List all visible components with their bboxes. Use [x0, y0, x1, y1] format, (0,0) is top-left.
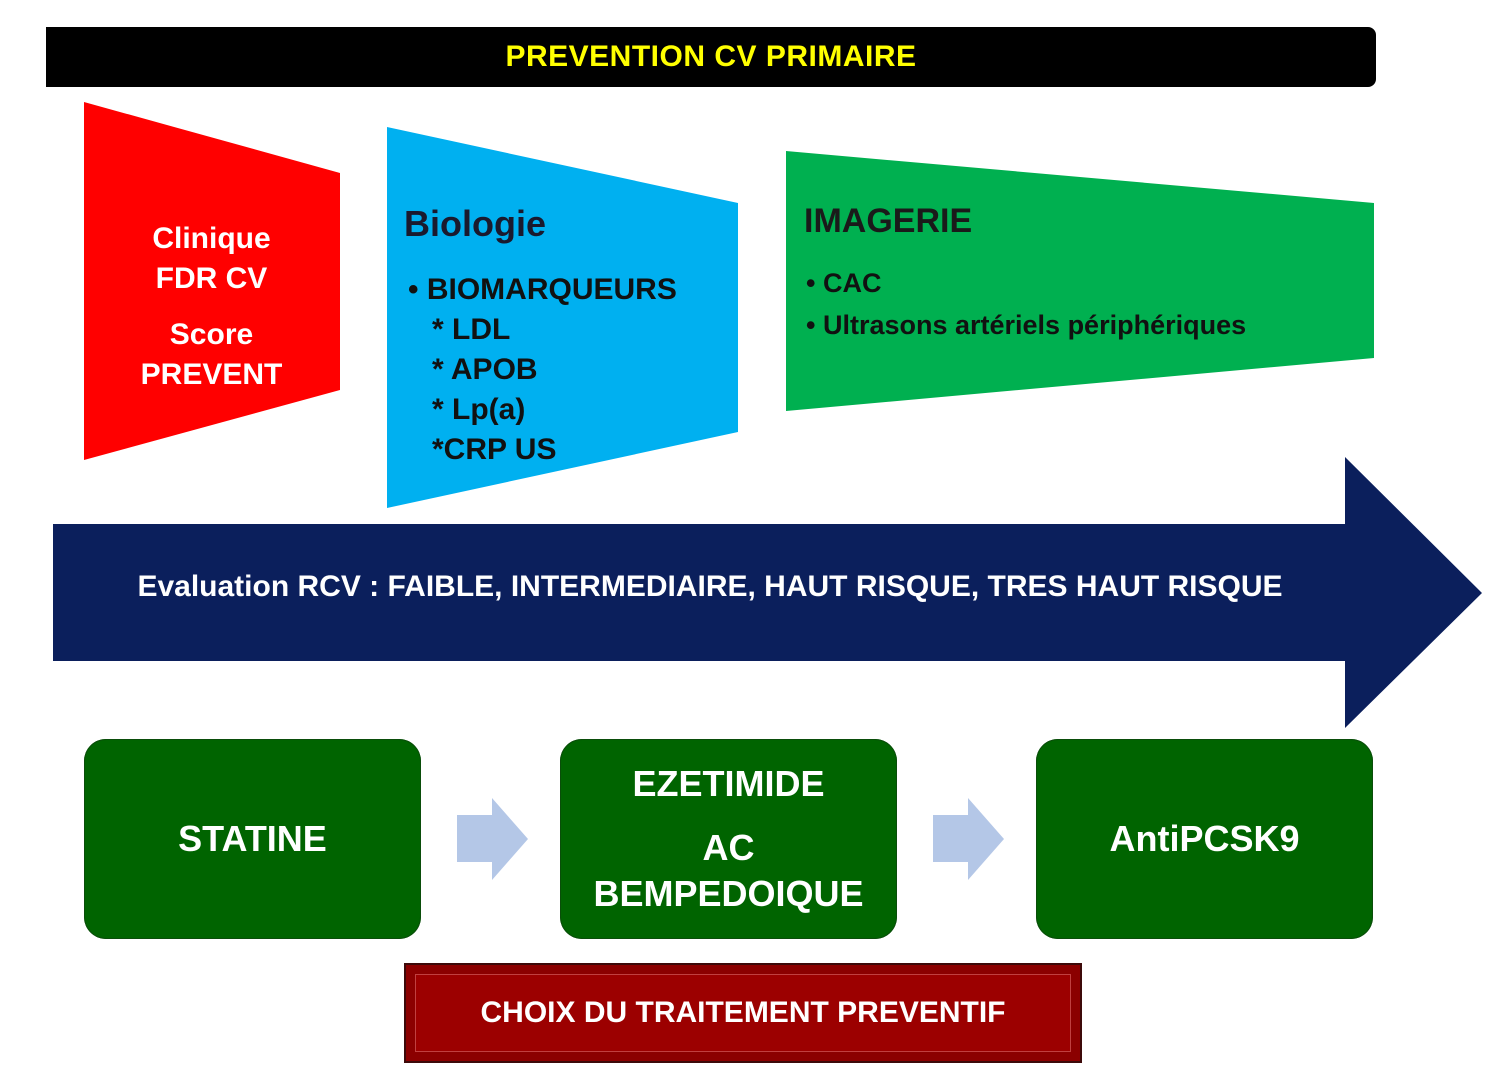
biologie-item: * LDL [432, 313, 511, 346]
treatment-label: BEMPEDOIQUE [593, 873, 864, 914]
diagram-title: PREVENTION CV PRIMAIRE [505, 40, 917, 73]
title-bar: PREVENTION CV PRIMAIRE [46, 27, 1376, 87]
biologie-list: • BIOMARQUEURS * LDL * APOB * Lp(a) *CRP… [408, 270, 677, 470]
banner-text: CHOIX DU TRAITEMENT PREVENTIF [480, 996, 1006, 1029]
biologie-bullet: • BIOMARQUEURS [408, 273, 677, 306]
biologie-item: * Lp(a) [432, 393, 526, 426]
banner-bevel [416, 975, 1070, 1051]
clinique-line-3: Score [169, 318, 254, 351]
treatment-choice-banner: CHOIX DU TRAITEMENT PREVENTIF [404, 963, 1082, 1063]
clinique-trapezoid [84, 102, 340, 460]
biologie-trapezoid [387, 127, 738, 508]
imagerie-trapezoid [786, 151, 1374, 411]
treatment-label: AntiPCSK9 [1109, 818, 1300, 859]
evaluation-text: Evaluation RCV : FAIBLE, INTERMEDIAIRE, … [137, 570, 1283, 603]
evaluation-arrow [53, 457, 1482, 728]
imagerie-item: • Ultrasons artériels périphériques [806, 310, 1247, 340]
clinique-line-2: FDR CV [155, 262, 268, 295]
treatment-label: EZETIMIDE [632, 763, 825, 804]
small-arrow-2 [933, 798, 1004, 880]
biologie-item: * APOB [432, 353, 538, 386]
imagerie-heading: IMAGERIE [804, 202, 973, 240]
treatment-label: AC [702, 827, 755, 868]
treatment-box-statine: STATINE [84, 739, 421, 939]
small-arrow-1 [457, 798, 528, 880]
imagerie-list: • CAC • Ultrasons artériels périphérique… [806, 262, 1246, 346]
treatment-label: STATINE [178, 818, 327, 859]
clinique-line-4: PREVENT [140, 358, 283, 391]
clinique-line-1: Clinique [152, 222, 271, 255]
biologie-heading: Biologie [404, 203, 546, 244]
treatment-box-ezetimide: EZETIMIDE AC BEMPEDOIQUE [560, 739, 897, 939]
treatment-box-antipcsk9: AntiPCSK9 [1036, 739, 1373, 939]
biologie-item: *CRP US [432, 433, 557, 466]
imagerie-item: • CAC [806, 268, 882, 298]
